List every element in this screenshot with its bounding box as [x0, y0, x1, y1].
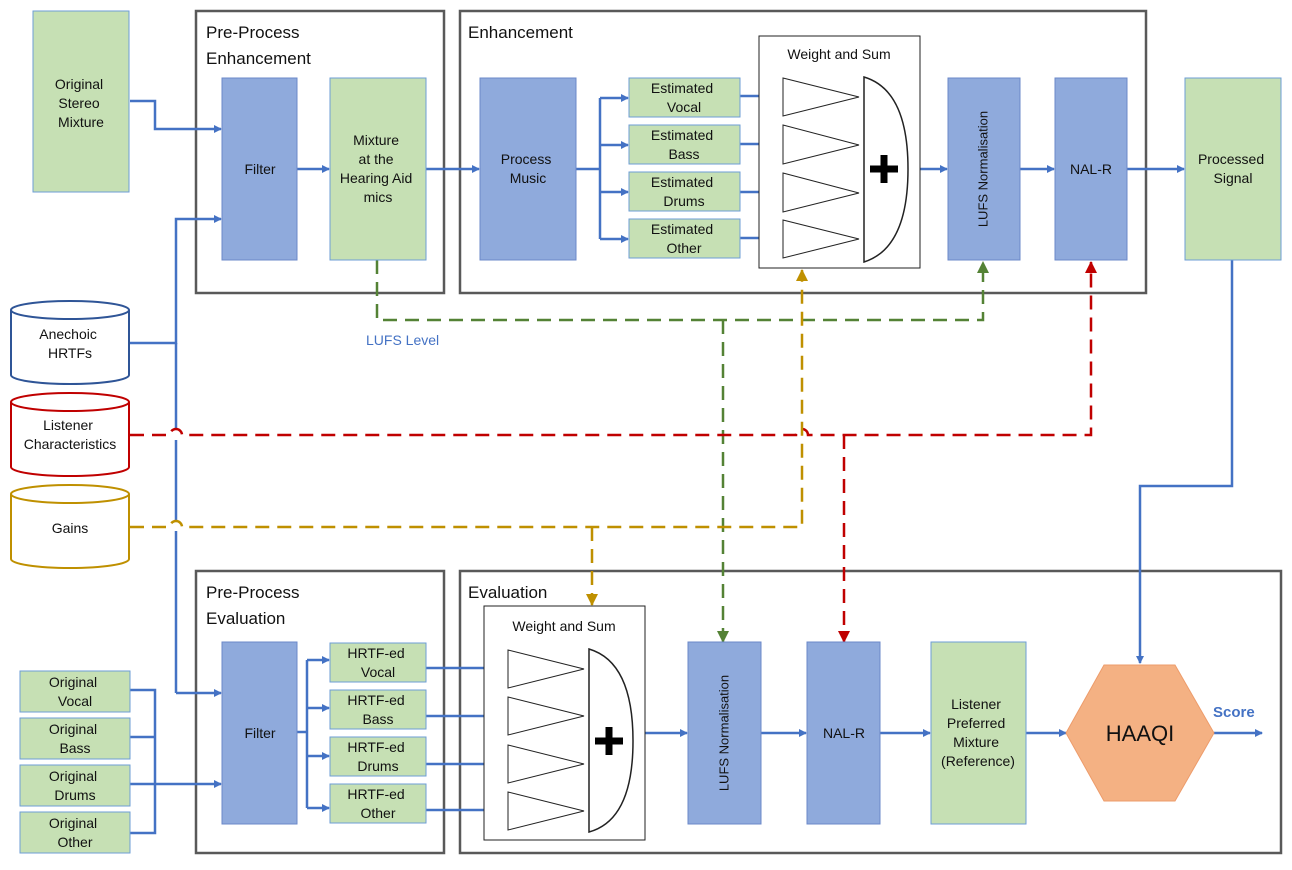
enhancement-nal-r-block: NAL-R — [1054, 77, 1128, 261]
gain-triangle-icon — [782, 172, 860, 213]
group-title-evaluation: Evaluation — [468, 583, 547, 602]
hrtf-ed-other-block: HRTF-ed Other — [329, 783, 427, 824]
group-preprocess-evaluation: Pre-Process Evaluation — [194, 569, 446, 855]
plus-icon — [595, 727, 623, 755]
gain-triangle-icon — [782, 219, 860, 259]
enhancement-filter-block: Filter — [221, 77, 298, 261]
svg-text:Mixture at the Hea: Mixture at the Hearing Aid mics — [340, 132, 416, 205]
listener-preferred-mixture-block: Listener Preferred Mixture (Reference) — [930, 641, 1027, 825]
svg-text:Weight and Sum: Weight and Sum — [787, 46, 890, 62]
svg-text:Processed Signal: Processed Signal — [1198, 151, 1268, 186]
group-title-enhancement: Enhancement — [468, 23, 573, 42]
gain-triangle-icon — [507, 649, 585, 689]
svg-text:Original Drums: Original Drums — [49, 768, 101, 803]
process-music-block: Process Music — [479, 77, 577, 261]
estimated-drums-block: Estimated Drums — [628, 171, 741, 212]
estimated-vocal-block: Estimated Vocal — [628, 77, 741, 118]
lufs-level-label: LUFS Level — [366, 332, 439, 348]
svg-text:Weight and Sum: Weight and Sum — [512, 618, 615, 634]
svg-text:NAL-R: NAL-R — [823, 725, 865, 741]
gains-database: Gains — [10, 484, 130, 569]
estimated-bass-block: Estimated Bass — [628, 124, 741, 165]
enhancement-weight-and-sum-block: Weight and Sum — [758, 35, 921, 269]
group-evaluation: Evaluation — [458, 569, 1283, 855]
svg-text:HRTF-ed Vocal: HRTF-ed Vocal — [347, 645, 408, 680]
svg-text:NAL-R: NAL-R — [1070, 161, 1112, 177]
svg-text:Estimated Other: Estimated Other — [651, 221, 717, 256]
evaluation-weight-and-sum-block: Weight and Sum — [483, 605, 646, 841]
gain-triangle-icon — [782, 77, 860, 117]
processed-signal-block: Processed Signal — [1184, 77, 1282, 261]
svg-text:Process Music: Process Music — [501, 151, 555, 186]
svg-text:LUFS Normalisation: LUFS Normalisation — [716, 675, 731, 791]
svg-text:Gains: Gains — [52, 520, 89, 536]
svg-text:Estimated Vocal: Estimated Vocal — [651, 80, 717, 115]
haaqi-block: HAAQI — [1065, 664, 1215, 802]
gain-triangle-icon — [507, 744, 585, 784]
original-vocal-box: Original Vocal — [19, 670, 131, 713]
original-drums-box: Original Drums — [19, 764, 131, 807]
gain-triangle-icon — [507, 696, 585, 736]
listener-characteristics-dashed-line — [130, 261, 1097, 643]
original-stereo-mixture-box: Original Stereo Mixture — [32, 10, 130, 193]
svg-text:HRTF-ed Other: HRTF-ed Other — [347, 786, 408, 821]
mixture-hearing-aid-block: Mixture at the Hearing Aid mics — [329, 77, 427, 261]
original-bass-box: Original Bass — [19, 717, 131, 760]
svg-text:Filter: Filter — [244, 161, 275, 177]
evaluation-filter-block: Filter — [221, 641, 298, 825]
svg-text:HRTF-ed Drums: HRTF-ed Drums — [347, 739, 408, 774]
svg-text:Original Other: Original Other — [49, 815, 101, 850]
svg-text:Estimated Drums: Estimated Drums — [651, 174, 717, 209]
svg-text:Anechoic HRTFs: Anechoic HRTFs — [39, 326, 100, 361]
svg-text:Estimated Bass: Estimated Bass — [651, 127, 717, 162]
hrtf-ed-drums-block: HRTF-ed Drums — [329, 736, 427, 777]
hrtf-ed-bass-block: HRTF-ed Bass — [329, 689, 427, 730]
svg-text:Filter: Filter — [244, 725, 275, 741]
svg-text:LUFS Normalisation: LUFS Normalisation — [975, 111, 990, 227]
estimated-other-block: Estimated Other — [628, 218, 741, 259]
lufs-level-dashed-line — [375, 260, 989, 643]
score-label: Score — [1213, 704, 1255, 721]
svg-text:Listener Preferred: Listener Preferred Mixture (Reference) — [941, 696, 1015, 769]
gain-triangle-icon — [507, 791, 585, 831]
enhancement-lufs-normalisation-block: LUFS Normalisation — [947, 77, 1021, 261]
svg-text:HAAQI: HAAQI — [1106, 721, 1174, 746]
hrtf-ed-vocal-block: HRTF-ed Vocal — [329, 642, 427, 683]
gains-dashed-line — [130, 269, 808, 606]
anechoic-hrtfs-database: Anechoic HRTFs — [10, 300, 130, 385]
original-other-box: Original Other — [19, 811, 131, 854]
group-title-preprocess-evaluation: Pre-Process Evaluation — [206, 583, 304, 628]
svg-text:Original Stereo Mi: Original Stereo Mixture — [55, 76, 107, 130]
plus-icon — [870, 155, 898, 183]
svg-text:Listener Characteristics: Listener Characteristics — [24, 417, 117, 452]
group-preprocess-enhancement: Pre-Process Enhancement — [194, 9, 446, 295]
listener-characteristics-database: Listener Characteristics — [10, 392, 130, 477]
svg-text:HRTF-ed Bass: HRTF-ed Bass — [347, 692, 408, 727]
group-title-preprocess-enhancement: Pre-Process Enhancement — [206, 23, 311, 68]
svg-text:Original Bass: Original Bass — [49, 721, 101, 756]
evaluation-lufs-normalisation-block: LUFS Normalisation — [687, 641, 762, 825]
signal-flow-lines — [130, 92, 1263, 835]
svg-text:Original Vocal: Original Vocal — [49, 674, 101, 709]
gain-triangle-icon — [782, 124, 860, 165]
evaluation-nal-r-block: NAL-R — [806, 641, 881, 825]
